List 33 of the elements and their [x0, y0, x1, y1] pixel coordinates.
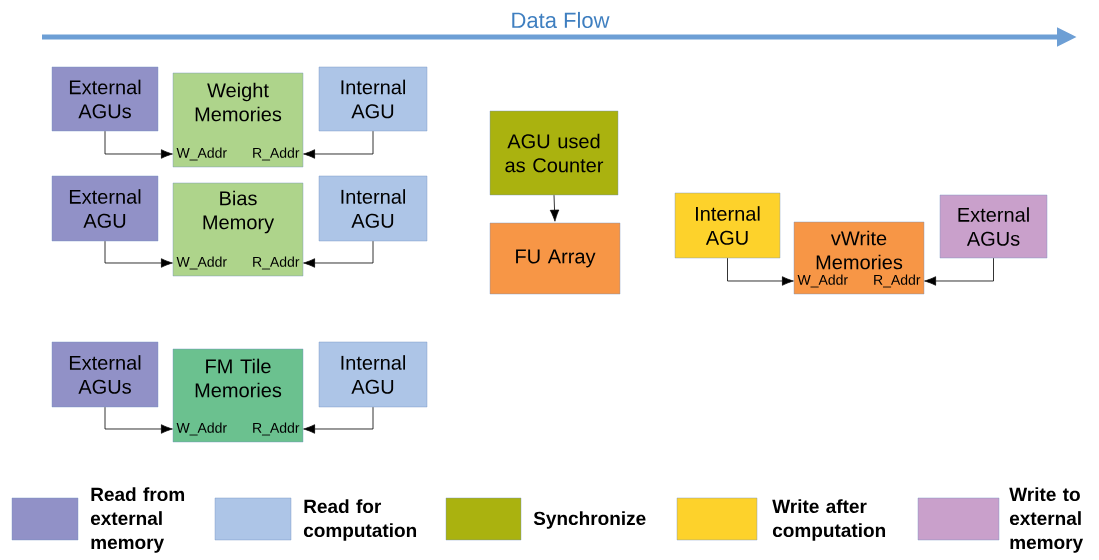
port-label: W_Addr: [176, 147, 227, 161]
arrow: [303, 406, 374, 434]
port-label: W_Addr: [797, 274, 848, 288]
port-label: W_Addr: [176, 256, 227, 270]
port-label: W_Addr: [176, 422, 227, 436]
legend-label: Write to external memory: [1009, 487, 1083, 553]
port-label: R_Addr: [253, 422, 300, 436]
port-label: R_Addr: [253, 256, 300, 270]
arrow: [303, 130, 374, 159]
arrow: [727, 257, 794, 286]
arrow: [104, 240, 173, 268]
legend-label: Read from external memory: [90, 487, 185, 553]
unit-box: External AGUs: [51, 341, 159, 408]
arrow: [104, 130, 173, 159]
arrow: [303, 240, 374, 268]
legend-label: Synchronize: [533, 511, 646, 529]
flow-label: Data Flow: [512, 11, 610, 29]
unit-box: External AGUs: [939, 194, 1048, 259]
unit-box: External AGUs: [51, 66, 159, 132]
port-label: R_Addr: [874, 274, 921, 288]
arrow: [104, 406, 173, 434]
unit-box: Internal AGU: [674, 192, 781, 259]
arrow: [549, 194, 560, 222]
unit-box: External AGU: [51, 175, 159, 242]
unit-box: Internal AGU: [318, 175, 428, 242]
unit-box: Internal AGU: [318, 341, 428, 408]
unit-box: FU Array: [489, 222, 621, 295]
port-label: R_Addr: [253, 147, 300, 161]
legend-label: Write after computation: [772, 499, 886, 541]
unit-box: AGU used as Counter: [489, 110, 619, 196]
arrow: [924, 257, 994, 286]
legend-label: Read for computation: [303, 499, 417, 541]
unit-box: Internal AGU: [318, 66, 428, 132]
